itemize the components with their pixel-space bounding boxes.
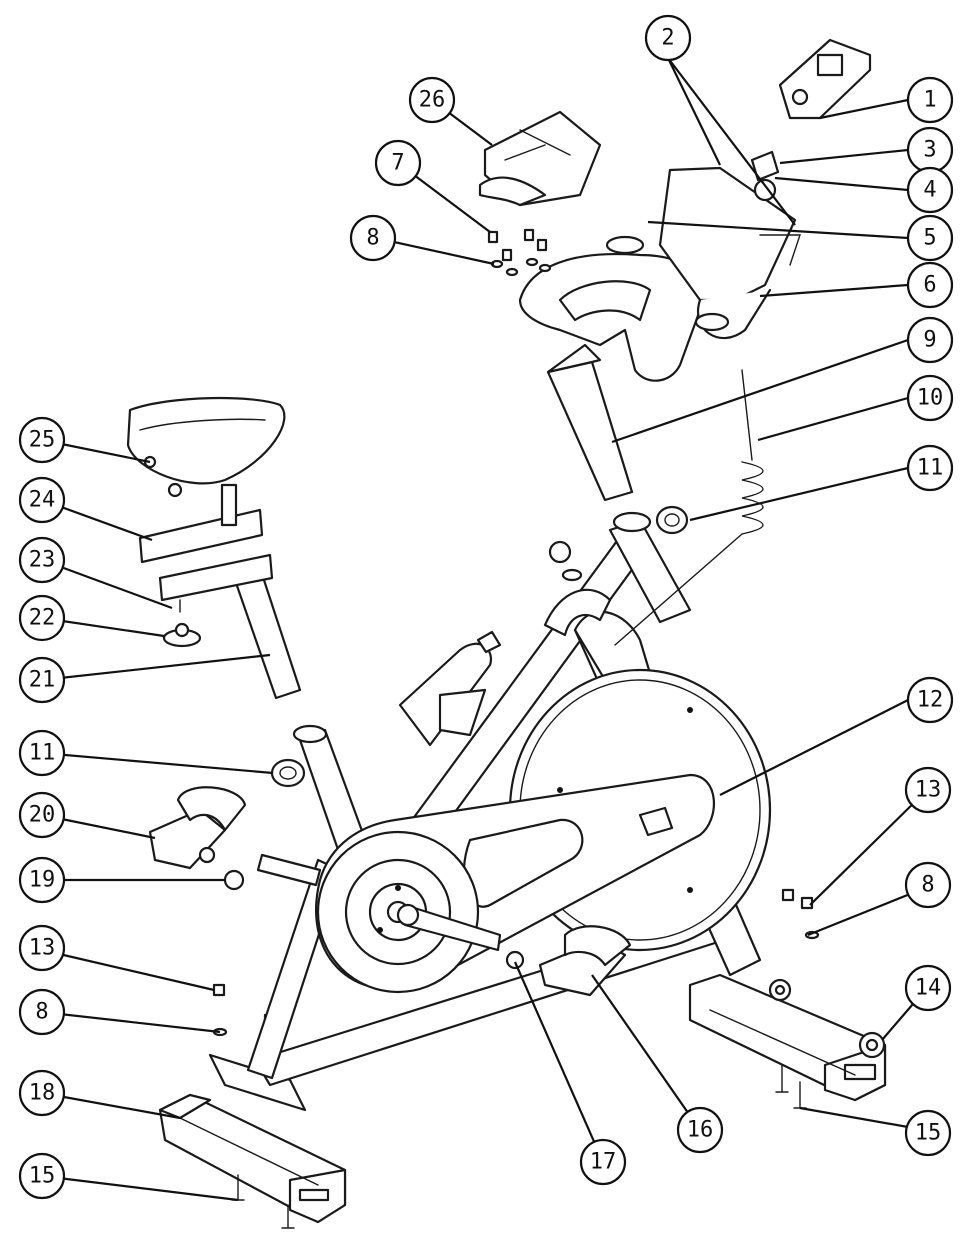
saddle bbox=[126, 396, 286, 498]
right-pedal bbox=[505, 925, 632, 997]
svg-text:10: 10 bbox=[917, 386, 944, 411]
callout-22: 22 bbox=[18, 594, 66, 642]
svg-text:1: 1 bbox=[923, 88, 936, 113]
svg-text:12: 12 bbox=[917, 688, 944, 713]
svg-text:24: 24 bbox=[29, 488, 56, 513]
callout-8-left: 8 bbox=[18, 988, 66, 1036]
svg-text:19: 19 bbox=[29, 868, 56, 893]
svg-text:14: 14 bbox=[915, 976, 942, 1001]
callout-8-right: 8 bbox=[904, 861, 952, 909]
callout-10: 10 bbox=[906, 374, 954, 422]
seat-post bbox=[233, 572, 302, 700]
callout-2: 2 bbox=[644, 14, 692, 62]
callout-3: 3 bbox=[906, 126, 954, 174]
svg-text:21: 21 bbox=[29, 668, 56, 693]
callout-9: 9 bbox=[906, 316, 954, 364]
callout-6: 6 bbox=[906, 261, 954, 309]
callout-5: 5 bbox=[906, 214, 954, 262]
seat-slider bbox=[138, 483, 274, 602]
svg-text:18: 18 bbox=[29, 1081, 56, 1106]
tension-cable bbox=[614, 369, 764, 646]
svg-text:22: 22 bbox=[29, 606, 56, 631]
svg-text:25: 25 bbox=[29, 428, 56, 453]
svg-text:20: 20 bbox=[29, 803, 56, 828]
svg-text:9: 9 bbox=[923, 328, 936, 353]
crank-arm bbox=[396, 903, 502, 952]
callout-11-left: 11 bbox=[18, 729, 66, 777]
front-base-tube bbox=[688, 973, 887, 1102]
callout-4: 4 bbox=[906, 166, 954, 214]
callout-20: 20 bbox=[18, 791, 66, 839]
svg-text:15: 15 bbox=[29, 1164, 56, 1189]
svg-text:3: 3 bbox=[923, 138, 936, 163]
svg-text:8: 8 bbox=[35, 1000, 48, 1025]
callout-19: 19 bbox=[18, 856, 66, 904]
callout-11-right: 11 bbox=[906, 444, 954, 492]
callout-8-top: 8 bbox=[349, 214, 397, 262]
rear-base-tube bbox=[158, 1053, 347, 1224]
callout-13-left: 13 bbox=[18, 924, 66, 972]
handlebar-bolts bbox=[487, 228, 552, 277]
console-bracket bbox=[750, 150, 780, 202]
svg-text:7: 7 bbox=[391, 151, 404, 176]
crank-spindle bbox=[223, 853, 322, 891]
seat-slider-knob bbox=[162, 599, 202, 648]
handlebar bbox=[518, 166, 801, 382]
callout-21: 21 bbox=[18, 656, 66, 704]
svg-text:11: 11 bbox=[29, 741, 56, 766]
svg-text:5: 5 bbox=[923, 226, 936, 251]
callout-26: 26 bbox=[408, 76, 456, 124]
tablet-holder bbox=[478, 110, 602, 207]
svg-text:13: 13 bbox=[915, 778, 942, 803]
svg-text:8: 8 bbox=[921, 873, 934, 898]
left-pedal bbox=[148, 786, 247, 870]
svg-text:17: 17 bbox=[590, 1150, 617, 1175]
svg-text:4: 4 bbox=[923, 178, 936, 203]
svg-text:6: 6 bbox=[923, 273, 936, 298]
svg-text:13: 13 bbox=[29, 936, 56, 961]
handlebar-post bbox=[546, 343, 634, 502]
callout-1: 1 bbox=[906, 76, 954, 124]
svg-text:15: 15 bbox=[915, 1121, 942, 1146]
callout-16: 16 bbox=[676, 1106, 724, 1154]
callout-24: 24 bbox=[18, 476, 66, 524]
bottle-holder bbox=[398, 630, 502, 747]
callout-7: 7 bbox=[374, 139, 422, 187]
svg-text:2: 2 bbox=[661, 26, 674, 51]
callout-18: 18 bbox=[18, 1069, 66, 1117]
console bbox=[778, 38, 872, 120]
callout-25: 25 bbox=[18, 416, 66, 464]
callout-15-right: 15 bbox=[904, 1109, 952, 1157]
svg-text:11: 11 bbox=[917, 456, 944, 481]
callout-23: 23 bbox=[18, 536, 66, 584]
callout-15-left: 15 bbox=[18, 1152, 66, 1200]
callout-13-right: 13 bbox=[904, 766, 952, 814]
svg-text:8: 8 bbox=[366, 226, 379, 251]
callout-12: 12 bbox=[906, 676, 954, 724]
svg-text:26: 26 bbox=[419, 88, 446, 113]
svg-text:16: 16 bbox=[687, 1118, 714, 1143]
callout-14: 14 bbox=[904, 964, 952, 1012]
seat-knob bbox=[270, 758, 306, 788]
svg-text:23: 23 bbox=[29, 548, 56, 573]
handlebar-knob bbox=[655, 505, 689, 535]
callout-17: 17 bbox=[579, 1138, 627, 1186]
